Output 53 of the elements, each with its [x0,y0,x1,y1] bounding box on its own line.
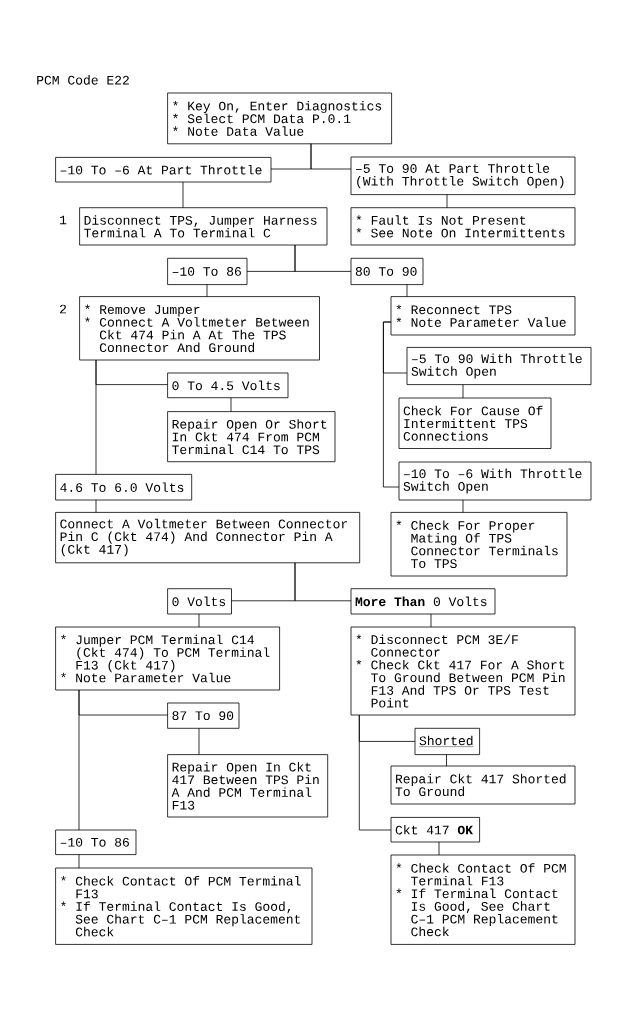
instruction-box: * Key On, Enter Diagnostics * Select PCM Data P.0.1 * Note Data Value [167,92,392,145]
connector-line [206,284,208,297]
result-box: –10 To 86 [55,829,137,855]
result-box: More Than 0 Volts [350,588,496,615]
connector-line [406,284,408,297]
connector-line [310,143,352,170]
result-box: 80 To 90 [350,257,424,285]
connector-line [294,562,352,602]
instruction-box: * Check For Proper Mating Of TPS Connector Terminals To TPS [390,512,568,577]
instruction-box: * Fault Is Not Present * See Note On Intermittents [350,207,576,246]
result-box: 0 Volts [167,588,232,615]
result-box: 4.6 To 6.0 Volts [55,474,193,501]
instruction-box: Repair Open In Ckt 417 Between TPS Pin A And PCM Terminal F13 [167,754,329,818]
instruction-box: * Reconnect TPS * Note Parameter Value [390,296,576,336]
result-box: 0 To 4.5 Volts [167,372,289,399]
connector-line [446,194,448,209]
result-box: –10 To –6 With Throttle Switch Open [398,461,592,501]
instruction-box: * Disconnect PCM 3E/F Connector * Check Ckt 417 For A Short To Ground Between PCM Pin F13 And TPS Or TPS Test Point [350,626,576,716]
instruction-box: Repair Ckt 417 Shorted To Ground [390,765,576,805]
connector-line [78,689,80,831]
instruction-box: Disconnect TPS, Jumper Harness Terminal A To Terminal C [79,207,328,246]
instruction-box: * Jumper PCM Terminal C14 (Ckt 474) To PCM Terminal F13 (Ckt 417) * Note Parameter Value [55,626,280,691]
connector-line [95,499,97,513]
title: PCM Code E22 [37,75,129,85]
result-box: Shorted [414,727,480,755]
instruction-box: * Check Contact Of PCM Terminal F13 * If Terminal Contact Is Good, See Chart C–1 PCM Replacement Check [390,854,576,945]
instruction-box: * Check Contact Of PCM Terminal F13 * If Terminal Contact Is Good, See Chart C–1 PCM Replacement Check [55,867,313,945]
result-box: Ckt 417 OK [390,817,480,843]
connector-line [230,397,232,412]
instruction-box: * Remove Jumper * Connect A Voltmeter Between Ckt 474 Pin A At The TPS Connector And Ground [79,296,320,361]
result-box: –5 To 90 With Throttle Switch Open [406,347,592,385]
connector-line [198,727,200,755]
step-number: 1 [60,215,67,225]
connector-line [182,181,184,209]
connector-line [294,244,352,272]
result-box: –10 To –6 At Part Throttle [55,157,272,183]
instruction-box: Check For Cause Of Intermittent TPS Connections [398,397,552,449]
connector-line [446,754,447,767]
connector-line [198,613,200,628]
instruction-box: Repair Open Or Short In Ckt 474 From PCM Terminal C14 To TPS [167,411,336,463]
connector-line [358,714,392,831]
connector-line [78,854,80,869]
result-box: –10 To 86 [167,257,248,285]
result-box: –5 To 90 At Part Throttle (With Throttle Switch Open) [350,156,576,195]
step-number: 2 [60,304,66,314]
connector-line [430,613,432,628]
result-box: 87 To 90 [167,702,240,729]
connector-line [438,841,440,856]
connector-line [95,359,97,475]
instruction-box: Connect A Voltmeter Between Connector Pin C (Ckt 474) And Connector Pin A (Ckt 417) [55,512,361,564]
connector-line [383,321,400,488]
connector-line [462,384,464,399]
connector-line [462,499,464,513]
